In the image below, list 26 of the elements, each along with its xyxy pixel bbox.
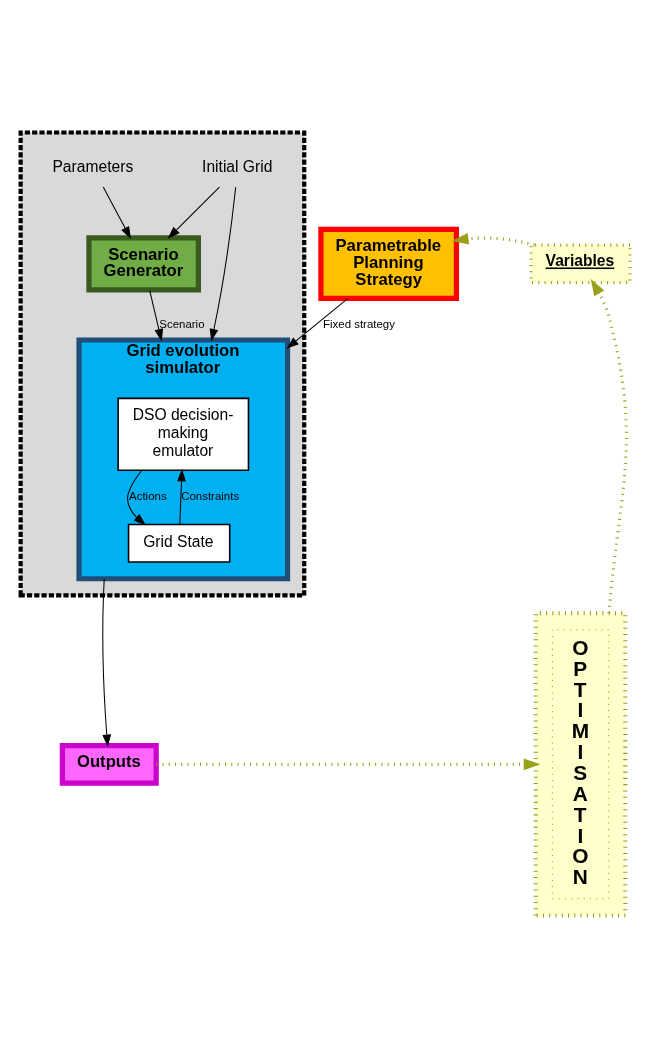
arrow bbox=[102, 186, 131, 239]
node-text: Initial Grid bbox=[202, 157, 273, 175]
node-box: Outputs bbox=[59, 742, 159, 786]
arrow bbox=[590, 278, 628, 613]
arrow bbox=[177, 468, 186, 525]
node-box: Scenario Generator bbox=[86, 234, 201, 293]
cluster bbox=[18, 129, 307, 597]
arrow bbox=[149, 289, 164, 341]
arrow bbox=[127, 469, 146, 525]
node-text: Parameters bbox=[52, 157, 134, 175]
node-box: Variables bbox=[529, 243, 632, 284]
arrow bbox=[451, 232, 535, 247]
edge-label: Scenario bbox=[159, 317, 205, 330]
arrow bbox=[156, 757, 541, 770]
node-box: OPTIMISATION bbox=[551, 628, 610, 899]
edge-label: Constraints bbox=[181, 489, 240, 502]
node-box: DSO decision-making emulator bbox=[117, 397, 250, 471]
node-box: Grid State bbox=[127, 523, 231, 563]
edge-label: Actions bbox=[129, 489, 167, 502]
node-box: Parametrable Planning Strategy bbox=[318, 226, 460, 301]
edge-label: Fixed strategy bbox=[323, 317, 395, 330]
arrow bbox=[167, 186, 220, 239]
arrow bbox=[286, 297, 349, 349]
arrow bbox=[102, 577, 112, 747]
cluster bbox=[533, 610, 628, 918]
arrow bbox=[209, 186, 237, 341]
